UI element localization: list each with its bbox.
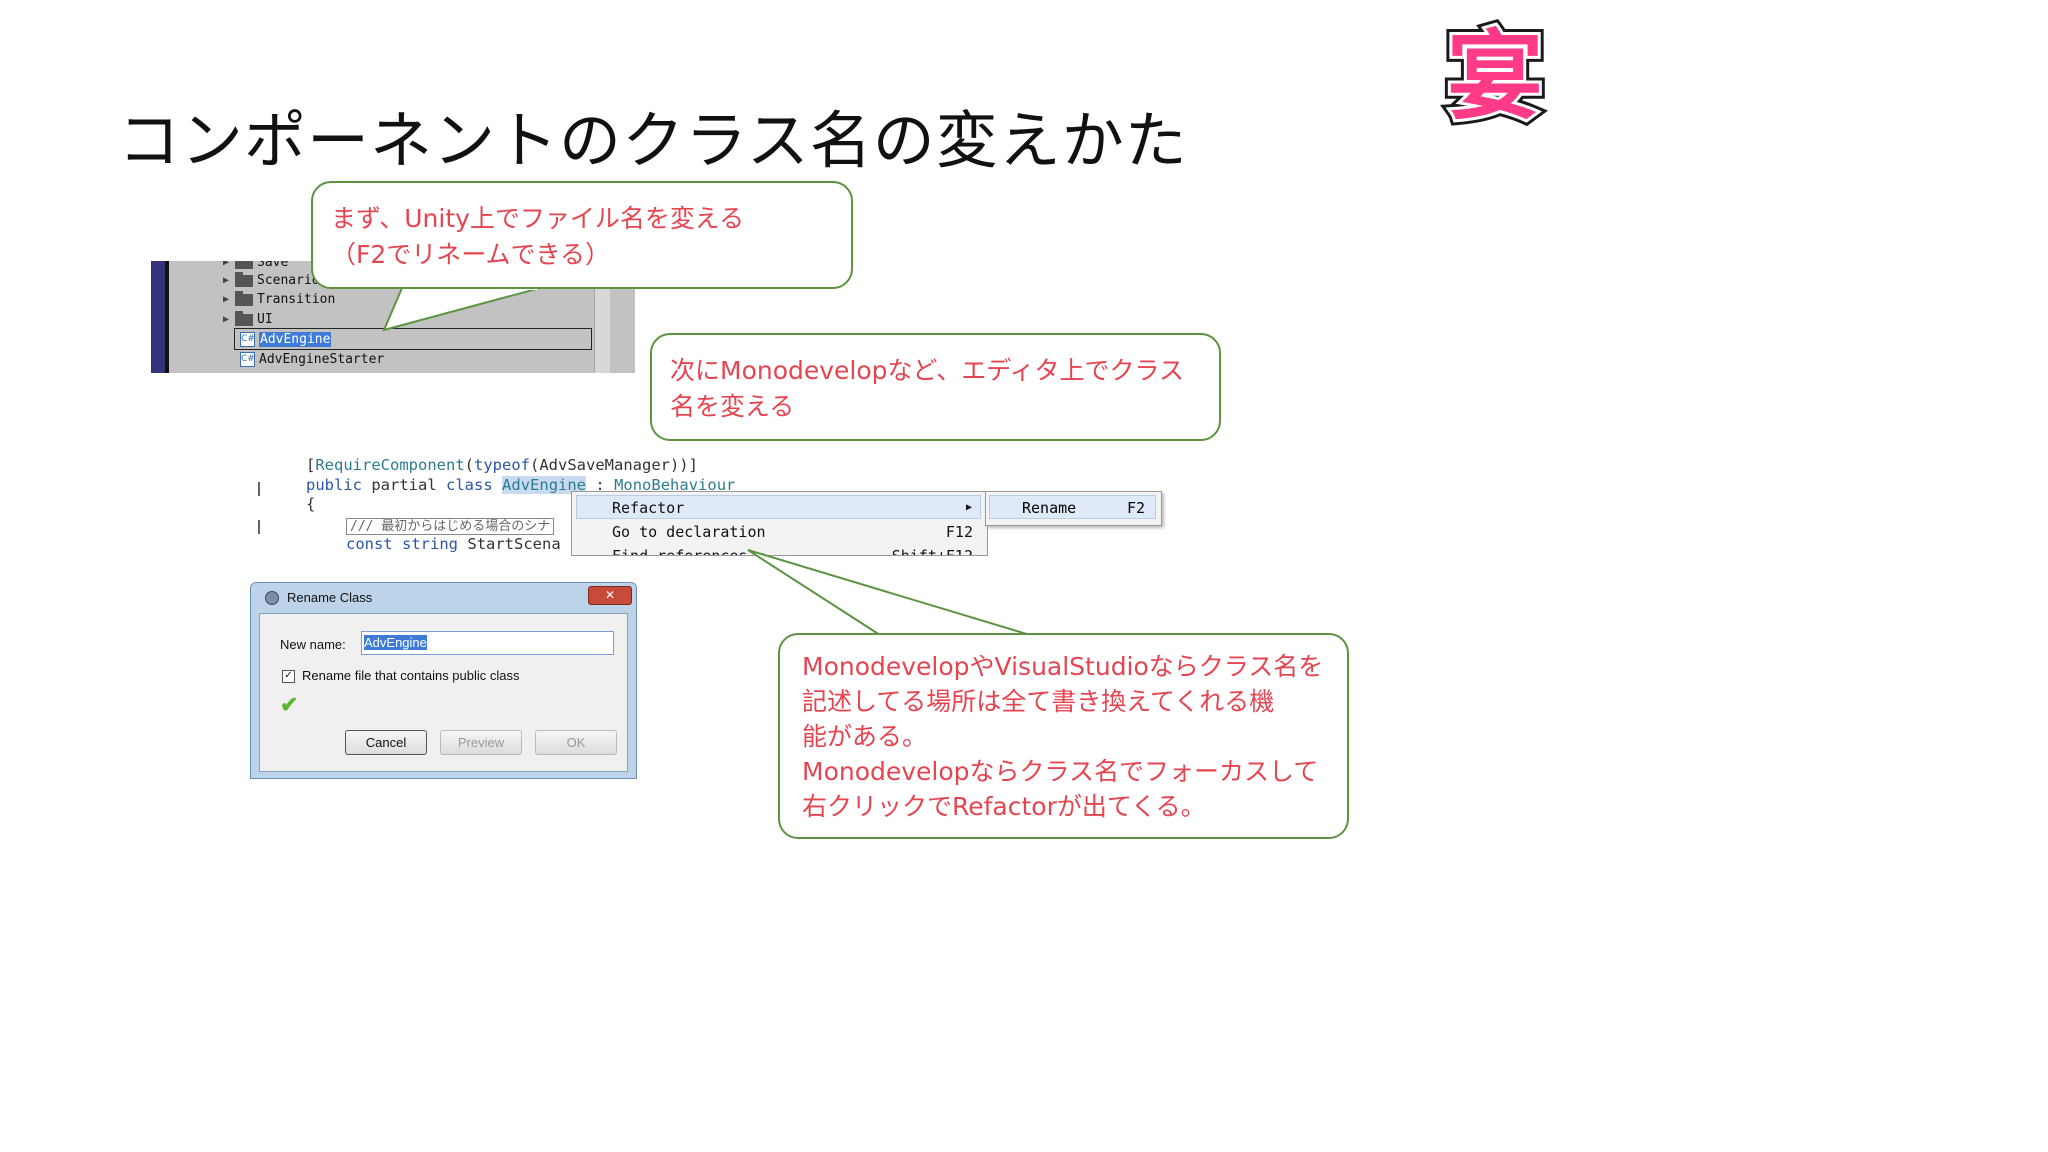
cancel-button[interactable]: Cancel: [345, 730, 427, 755]
folder-icon: [235, 290, 253, 306]
folder-icon: [235, 310, 253, 326]
callout-step1: まず、Unity上でファイル名を変える （F2でリネームできる）: [311, 181, 853, 289]
tree-item-advenginestarter[interactable]: C# AdvEngineStarter: [240, 352, 385, 367]
submenu-arrow-icon: ▶: [965, 502, 972, 513]
expand-arrow-icon[interactable]: ▶: [223, 294, 230, 305]
code-line-attribute: [RequireComponent(typeof(AdvSaveManager)…: [306, 456, 698, 474]
tree-item-save[interactable]: ▶ Save: [223, 261, 288, 272]
csharp-script-icon: C#: [240, 332, 255, 347]
svg-text:宴: 宴: [1447, 21, 1543, 128]
new-name-label: New name:: [280, 637, 346, 652]
tree-item-advengine[interactable]: C# AdvEngine: [240, 332, 332, 347]
new-name-input[interactable]: AdvEngine: [361, 631, 614, 655]
svg-text:宴: 宴: [1447, 21, 1543, 128]
preview-button[interactable]: Preview: [440, 730, 522, 755]
menu-item-refactor[interactable]: Refactor ▶: [576, 495, 981, 519]
code-line-const: const string StartScena: [346, 535, 561, 553]
dialog-body: New name: AdvEngine ✓ Rename file that c…: [259, 613, 628, 772]
refactor-submenu: Rename F2: [985, 491, 1162, 526]
checkmark-icon: ✔: [280, 692, 299, 717]
expand-arrow-icon[interactable]: ▶: [223, 275, 230, 286]
callout3-pointer: [747, 549, 1031, 636]
dialog-titlebar[interactable]: Rename Class ✕: [251, 583, 636, 611]
expand-arrow-icon[interactable]: ▶: [223, 261, 230, 268]
menu-item-go-to-declaration[interactable]: Go to declaration F12: [612, 523, 973, 541]
callout-step2: 次にMonodevelopなど、エディタ上でクラス 名を変える: [650, 333, 1221, 441]
rename-file-checkbox[interactable]: ✓: [282, 670, 295, 683]
dialog-title: Rename Class: [287, 590, 373, 605]
expand-arrow-icon[interactable]: ▶: [223, 314, 230, 325]
app-icon: [265, 591, 279, 605]
context-menu: Refactor ▶ Go to declaration F12 Find re…: [571, 491, 988, 556]
menu-item-find-references[interactable]: Find references Shift+F12: [612, 547, 973, 556]
tree-item-ui[interactable]: ▶ UI: [223, 310, 273, 327]
rename-file-label: Rename file that contains public class: [302, 668, 520, 683]
folder-icon: [235, 271, 253, 287]
close-button[interactable]: ✕: [588, 586, 632, 605]
tree-item-transition[interactable]: ▶ Transition: [223, 290, 336, 307]
utage-logo: 宴 宴 宴: [1438, 14, 1552, 139]
ok-button[interactable]: OK: [535, 730, 617, 755]
code-line-brace: {: [306, 495, 316, 513]
code-line-class-declaration: public partial class AdvEngine : MonoBeh…: [306, 476, 736, 494]
tree-item-scenario[interactable]: ▶ Scenario: [223, 271, 320, 288]
class-name-selection[interactable]: AdvEngine: [502, 476, 587, 494]
csharp-script-icon: C#: [240, 352, 255, 367]
slide-title: コンポーネントのクラス名の変えかた: [118, 104, 1188, 177]
menu-item-rename[interactable]: Rename F2: [989, 495, 1156, 519]
scrollbar[interactable]: [594, 261, 610, 373]
code-line-comment: /// 最初からはじめる場合のシナ: [346, 515, 555, 535]
callout-step3: MonodevelopやVisualStudioならクラス名を 記述してる場所は…: [778, 633, 1349, 839]
svg-text:宴: 宴: [1447, 21, 1543, 128]
rename-class-dialog: Rename Class ✕ New name: AdvEngine ✓ Ren…: [250, 582, 637, 779]
folder-icon: [235, 261, 253, 269]
